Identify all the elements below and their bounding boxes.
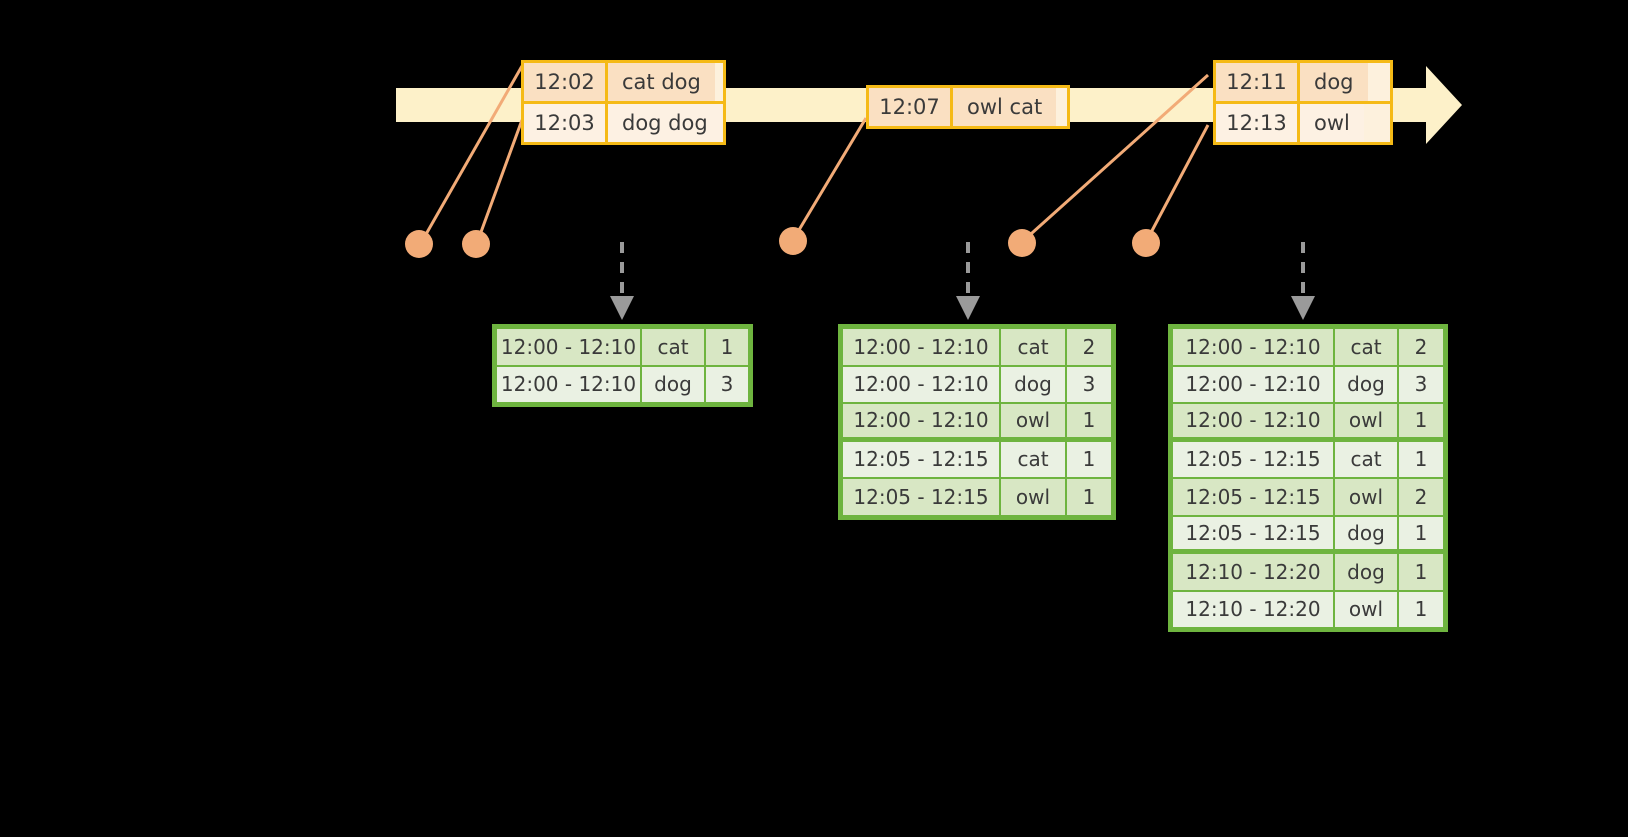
table-row: 12:05 - 12:15 cat 1: [842, 441, 1112, 479]
table-row: 12:05 - 12:15 owl 2: [1172, 478, 1444, 516]
window-cell: 12:05 - 12:15: [1173, 516, 1333, 549]
table-row: 12:05 - 12:15 cat 1: [1172, 441, 1444, 479]
word-cell: cat: [1001, 441, 1065, 477]
count-cell: 3: [1067, 366, 1111, 402]
window-cell: 12:05 - 12:15: [1173, 441, 1333, 477]
word-cell: cat: [1335, 329, 1397, 365]
table-row: 12:00 - 12:10 dog 3: [1172, 366, 1444, 404]
word-cell: cat: [1335, 441, 1397, 477]
count-cell: 3: [1399, 366, 1443, 402]
table-row: 12:00 - 12:10 owl 1: [1172, 403, 1444, 441]
table-row: 12:05 - 12:15 dog 1: [1172, 516, 1444, 553]
window-cell: 12:00 - 12:10: [843, 329, 999, 365]
count-cell: 3: [706, 366, 748, 402]
event-words: cat dog: [608, 63, 715, 101]
word-cell: dog: [1335, 516, 1397, 549]
window-cell: 12:00 - 12:10: [497, 366, 640, 402]
event-box-3[interactable]: 12:11 dog 12:13 owl: [1213, 60, 1393, 145]
word-cell: dog: [1335, 554, 1397, 590]
word-cell: cat: [642, 329, 704, 365]
count-cell: 1: [1399, 404, 1443, 437]
event-dot-4: [1008, 229, 1036, 257]
window-cell: 12:00 - 12:10: [843, 404, 999, 437]
result-table-1[interactable]: 12:00 - 12:10 cat 1 12:00 - 12:10 dog 3: [492, 324, 753, 407]
window-cell: 12:00 - 12:10: [497, 329, 640, 365]
count-cell: 2: [1399, 479, 1443, 515]
event-row: 12:13 owl: [1216, 101, 1390, 142]
count-cell: 1: [1399, 441, 1443, 477]
emit-arrows: [620, 242, 1305, 302]
event-row: 12:03 dog dog: [524, 101, 723, 142]
table-row: 12:10 - 12:20 dog 1: [1172, 553, 1444, 591]
word-cell: cat: [1001, 329, 1065, 365]
event-dot-2: [462, 230, 490, 258]
event-words: dog dog: [608, 104, 722, 142]
event-dots: [405, 227, 1160, 258]
event-box-1[interactable]: 12:02 cat dog 12:03 dog dog: [521, 60, 726, 145]
count-cell: 1: [1399, 554, 1443, 590]
count-cell: 1: [1399, 591, 1443, 627]
event-box-2[interactable]: 12:07 owl cat: [866, 85, 1070, 129]
table-row: 12:00 - 12:10 cat 1: [496, 328, 749, 366]
window-cell: 12:00 - 12:10: [1173, 366, 1333, 402]
window-cell: 12:10 - 12:20: [1173, 591, 1333, 627]
word-cell: dog: [1001, 366, 1065, 402]
table-row: 12:00 - 12:10 dog 3: [496, 366, 749, 404]
event-dot-1: [405, 230, 433, 258]
emit-arrowheads: [610, 296, 1315, 320]
word-cell: owl: [1335, 591, 1397, 627]
event-words: owl: [1300, 104, 1364, 142]
count-cell: 1: [1067, 441, 1111, 477]
event-time: 12:03: [524, 104, 608, 142]
count-cell: 1: [706, 329, 748, 365]
event-time: 12:11: [1216, 63, 1300, 101]
table-row: 12:05 - 12:15 owl 1: [842, 478, 1112, 516]
word-cell: owl: [1335, 479, 1397, 515]
result-table-2[interactable]: 12:00 - 12:10 cat 2 12:00 - 12:10 dog 3 …: [838, 324, 1116, 520]
table-row: 12:10 - 12:20 owl 1: [1172, 591, 1444, 629]
event-time: 12:07: [869, 88, 953, 126]
word-cell: dog: [642, 366, 704, 402]
word-cell: owl: [1001, 404, 1065, 437]
table-row: 12:00 - 12:10 dog 3: [842, 366, 1112, 404]
window-cell: 12:00 - 12:10: [843, 366, 999, 402]
word-cell: owl: [1335, 404, 1397, 437]
word-cell: owl: [1001, 479, 1065, 515]
event-words: owl cat: [953, 88, 1057, 126]
word-cell: dog: [1335, 366, 1397, 402]
count-cell: 2: [1067, 329, 1111, 365]
window-cell: 12:05 - 12:15: [843, 441, 999, 477]
table-row: 12:00 - 12:10 cat 2: [842, 328, 1112, 366]
event-time: 12:02: [524, 63, 608, 101]
count-cell: 1: [1399, 516, 1443, 549]
window-cell: 12:00 - 12:10: [1173, 329, 1333, 365]
count-cell: 1: [1067, 479, 1111, 515]
window-cell: 12:05 - 12:15: [1173, 479, 1333, 515]
window-cell: 12:00 - 12:10: [1173, 404, 1333, 437]
event-words: dog: [1300, 63, 1368, 101]
event-time: 12:13: [1216, 104, 1300, 142]
event-row: 12:02 cat dog: [524, 63, 723, 101]
window-cell: 12:10 - 12:20: [1173, 554, 1333, 590]
event-dot-3: [779, 227, 807, 255]
result-table-3[interactable]: 12:00 - 12:10 cat 2 12:00 - 12:10 dog 3 …: [1168, 324, 1448, 632]
count-cell: 2: [1399, 329, 1443, 365]
event-row: 12:07 owl cat: [869, 88, 1067, 126]
count-cell: 1: [1067, 404, 1111, 437]
window-cell: 12:05 - 12:15: [843, 479, 999, 515]
table-row: 12:00 - 12:10 owl 1: [842, 403, 1112, 441]
event-dot-5: [1132, 229, 1160, 257]
event-row: 12:11 dog: [1216, 63, 1390, 101]
table-row: 12:00 - 12:10 cat 2: [1172, 328, 1444, 366]
